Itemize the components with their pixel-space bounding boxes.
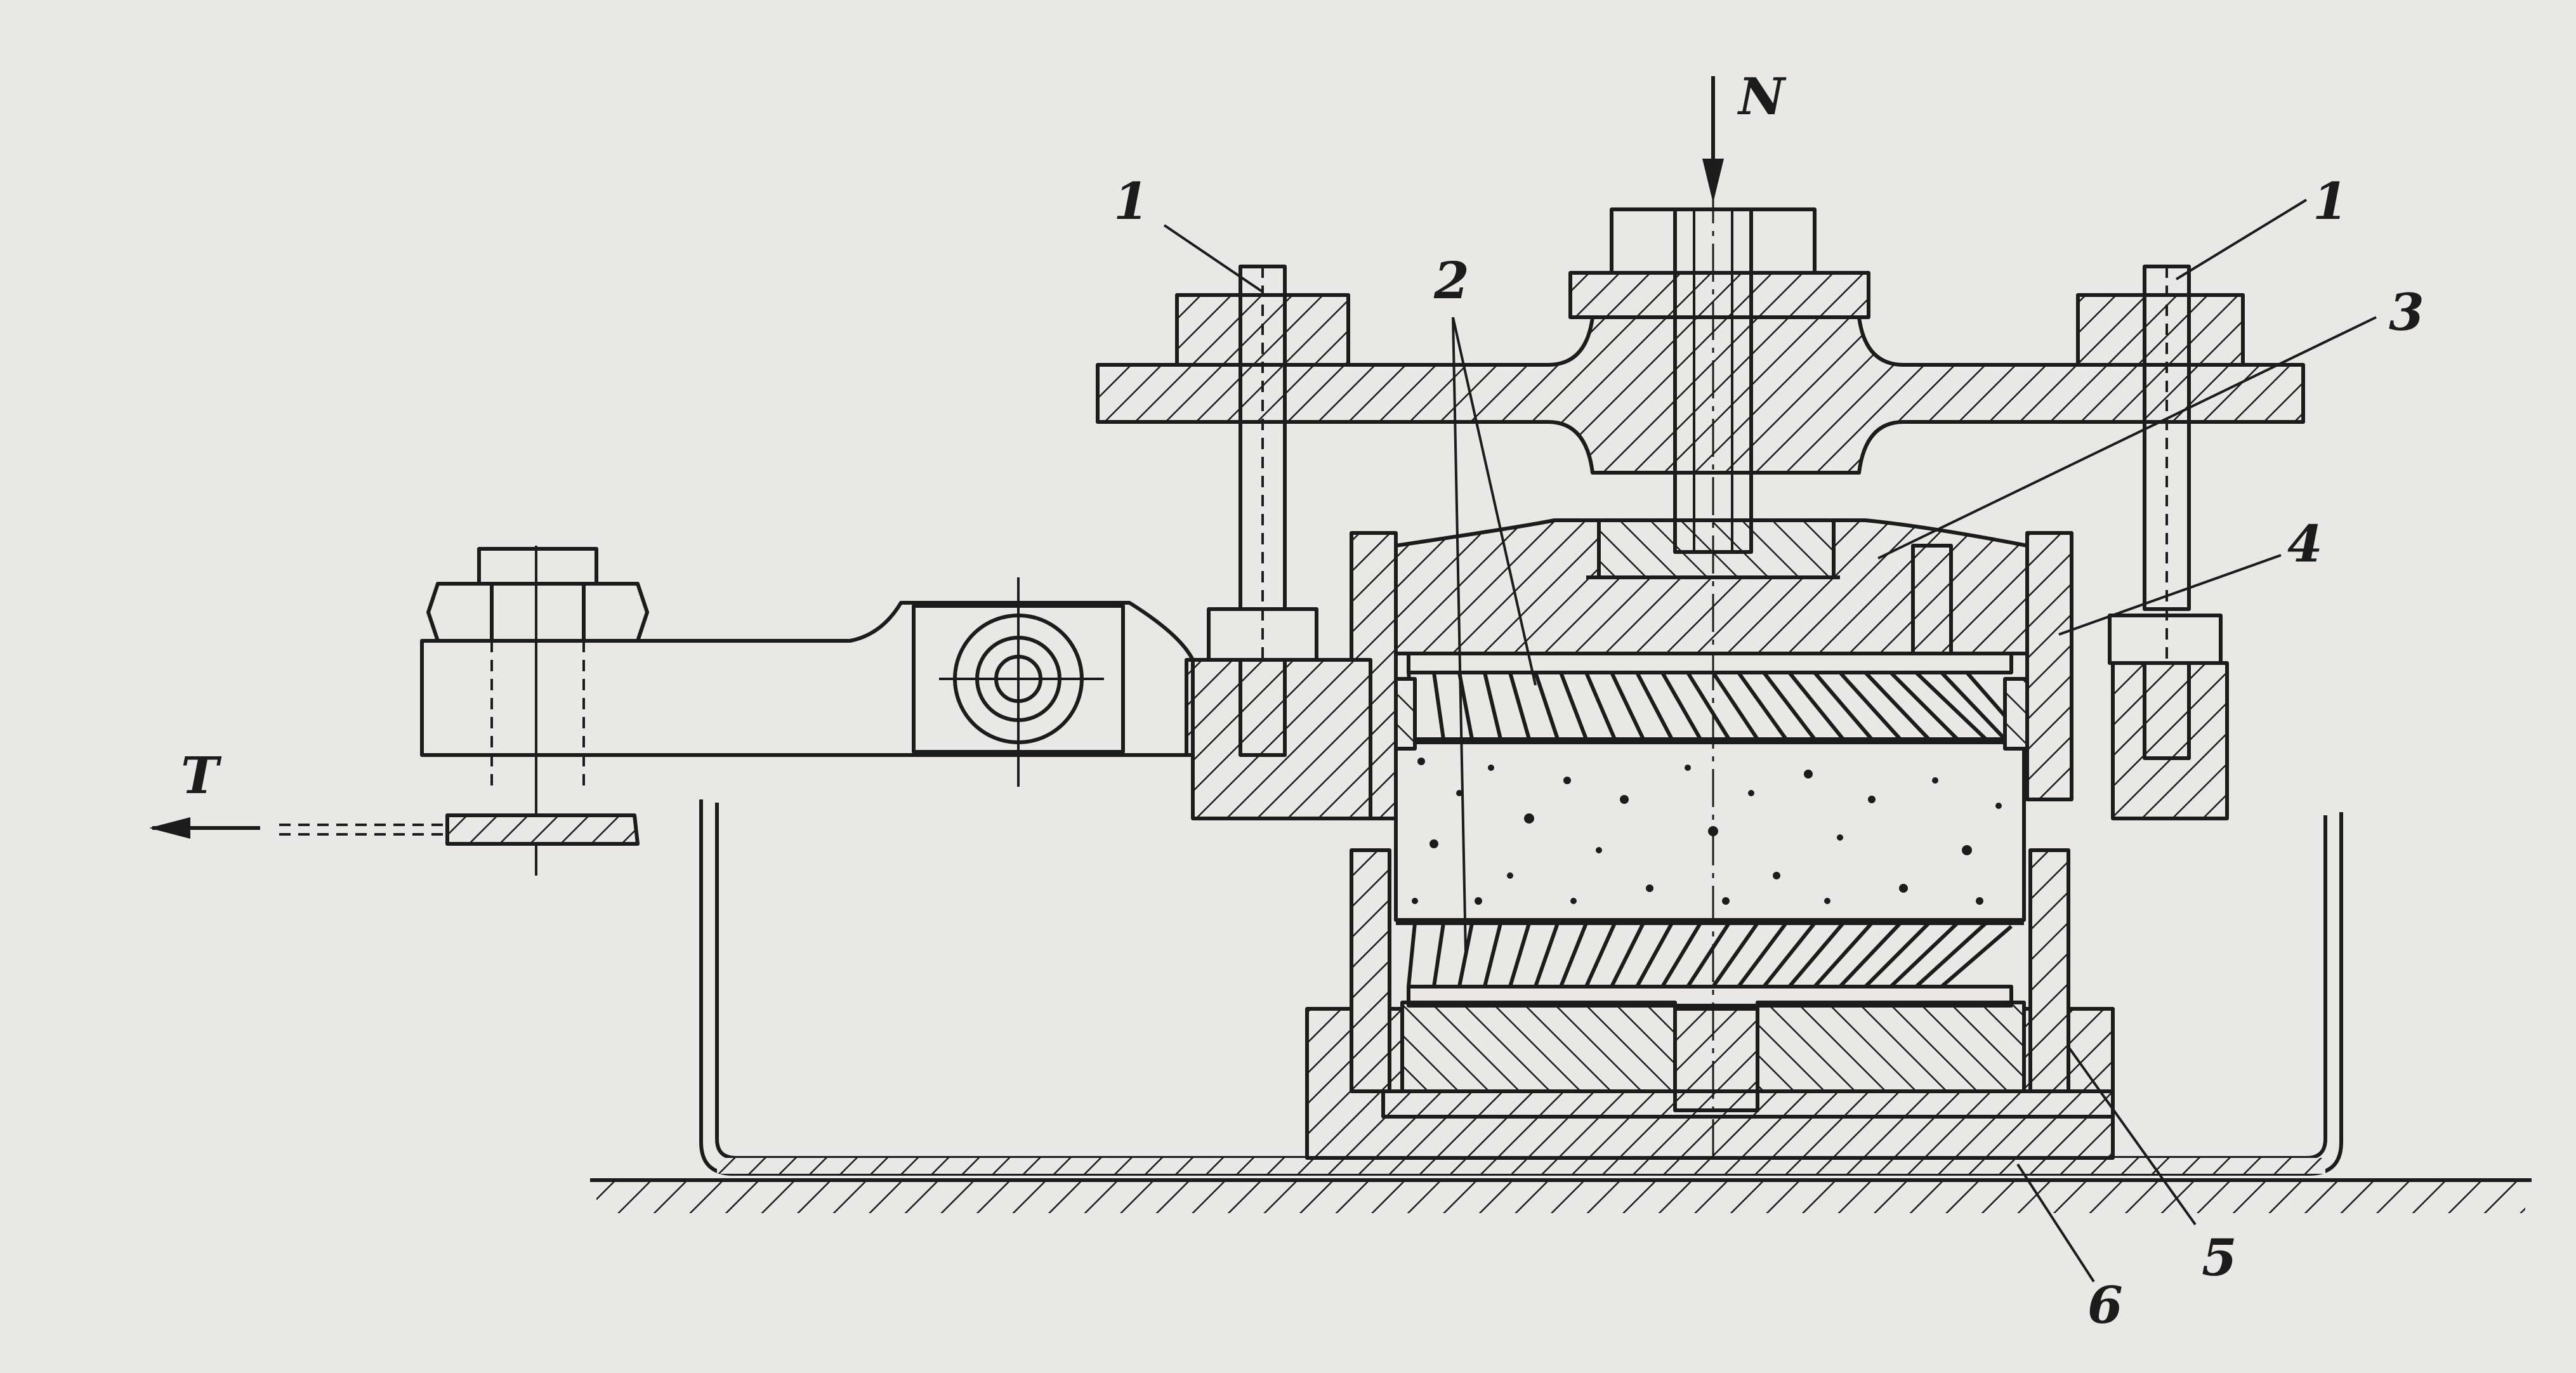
callouts: 1 1 2 3 4 5 6 [1114, 171, 2424, 1335]
bolt-right [2076, 265, 2245, 820]
force-t-arrow: T [149, 746, 260, 839]
label-clamp-ring: 4 [2287, 514, 2323, 574]
pull-arm [279, 546, 1195, 876]
label-bolt-right: 1 [2313, 171, 2348, 231]
label-bolt-left: 1 [1114, 171, 1149, 231]
label-force-t: T [181, 746, 222, 805]
label-base-plate: 5 [2202, 1228, 2237, 1287]
force-n-arrow: N [1702, 67, 1787, 203]
label-housing: 6 [2087, 1275, 2123, 1335]
lower-cup [1350, 848, 2070, 1112]
label-force-n: N [1737, 67, 1787, 126]
bolt-left [1175, 265, 1372, 820]
brush-lower [1396, 921, 2024, 1008]
label-brush-elements: 2 [1433, 251, 1469, 310]
label-upper-holder: 3 [2389, 282, 2424, 342]
abrasive-specimen [1394, 740, 2026, 922]
brush-upper [1396, 652, 2024, 741]
upper-holder [1394, 518, 2029, 655]
ground [590, 1178, 2532, 1213]
loading-beam [1096, 207, 2305, 554]
